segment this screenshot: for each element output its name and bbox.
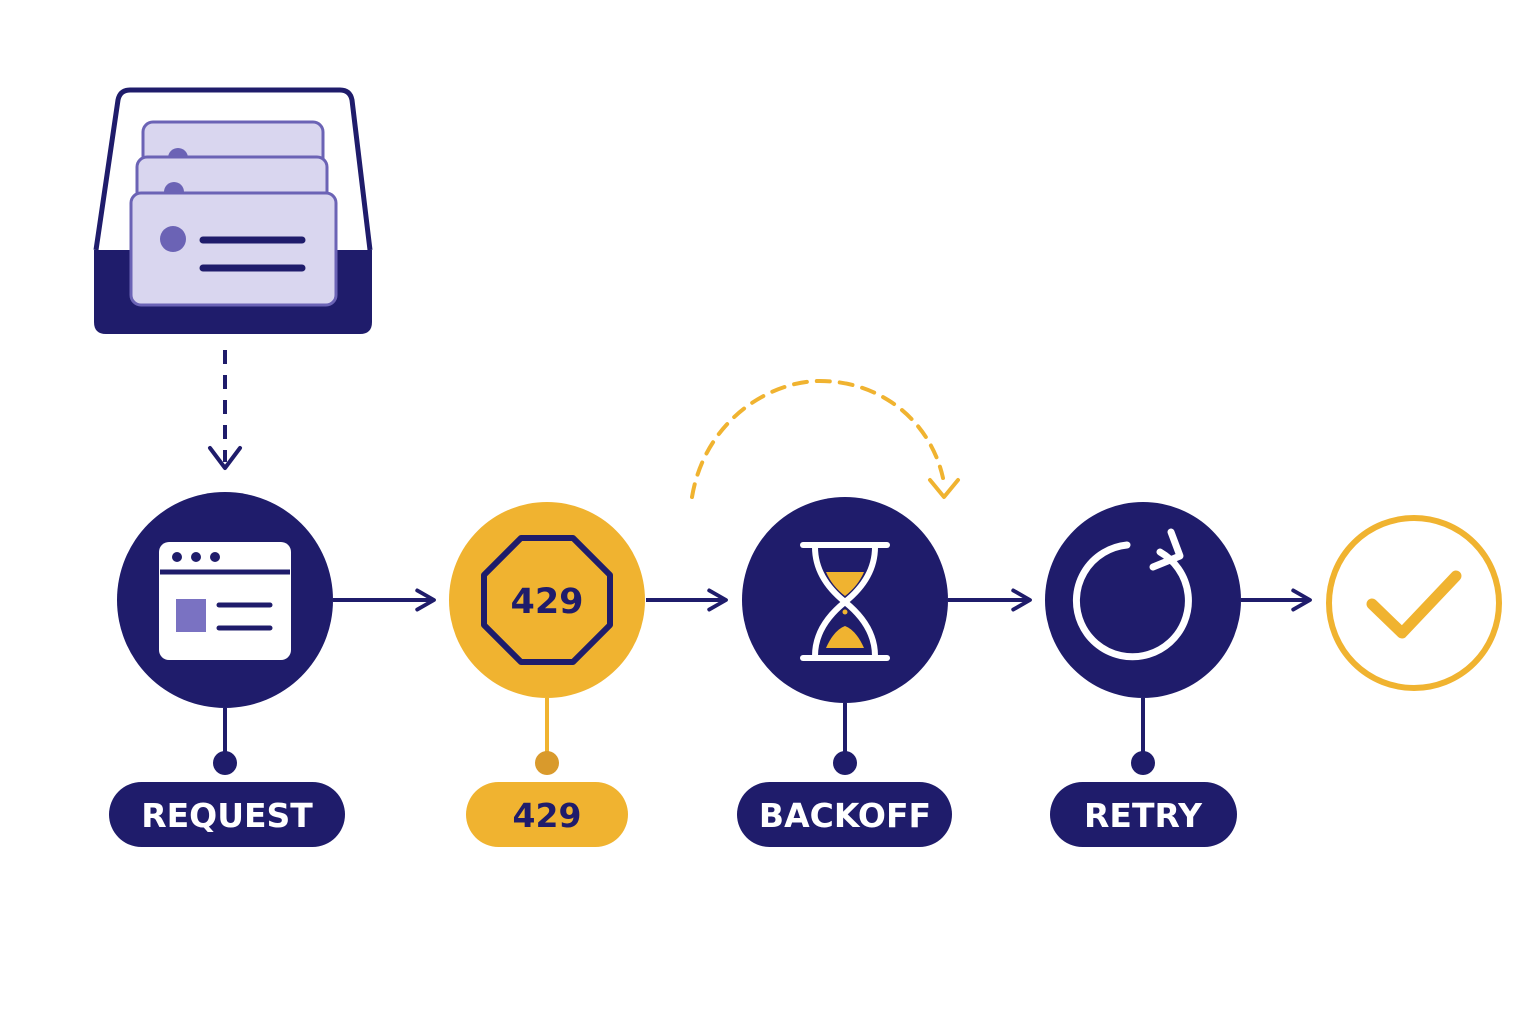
browser-window-icon: [159, 542, 291, 660]
step-backoff: BACKOFF: [737, 497, 952, 847]
stacked-card-front: [129, 191, 338, 307]
success-badge: [1326, 515, 1502, 691]
step-rate-limit-label-pill: [466, 782, 628, 847]
step-request-label-pill: [109, 782, 345, 847]
checkmark-icon: [1366, 570, 1462, 639]
step-retry-circle: [1045, 502, 1241, 698]
step-rate-limit: 429 429: [449, 502, 645, 847]
stop-sign-icon: 429: [481, 535, 613, 665]
step-backoff-label: BACKOFF: [759, 796, 931, 835]
inbox-tray-icon: [93, 87, 373, 334]
step-retry-label: RETRY: [1084, 796, 1203, 835]
hourglass-icon: [800, 542, 890, 661]
step-retry: RETRY: [1045, 502, 1241, 847]
backoff-wait-loop-arrow: [690, 378, 960, 499]
step-backoff-label-pill: [737, 782, 952, 847]
step-request-label: REQUEST: [141, 796, 313, 835]
success-circle: [1326, 515, 1502, 691]
step-rate-limit-label: 429: [513, 796, 582, 835]
step-rate-limit-circle: [449, 502, 645, 698]
inbox-to-request-arrow: [208, 350, 242, 470]
step-request: REQUEST: [109, 492, 345, 847]
step-retry-label-pill: [1050, 782, 1237, 847]
refresh-icon: [1072, 528, 1192, 661]
stop-sign-code: 429: [510, 582, 583, 622]
